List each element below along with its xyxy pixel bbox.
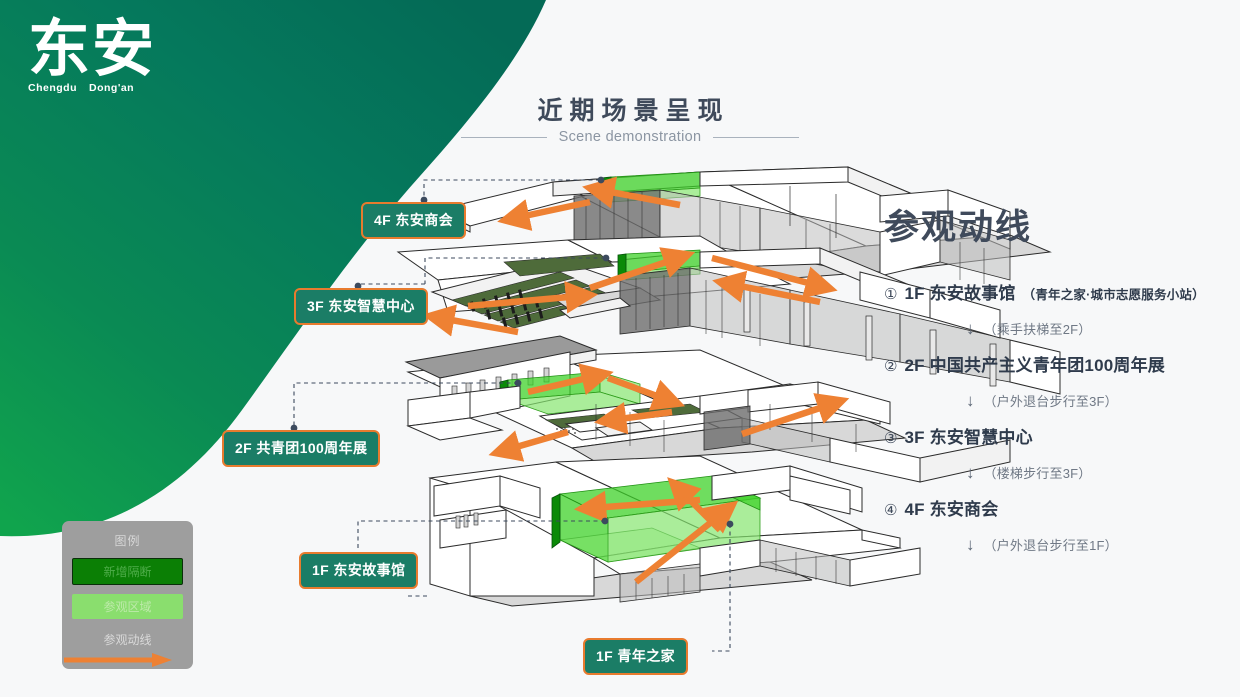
route-arrow-1f-b — [573, 490, 701, 524]
legend-flow-arrow-icon — [64, 653, 172, 667]
floor-plate-1f — [357, 455, 921, 652]
route-arrow-3f-b — [711, 254, 838, 299]
legend-swatch-new-partition: 新增隔断 — [72, 558, 183, 585]
logo-subtitle-city: Chengdu — [28, 82, 77, 94]
route-step-2-label: 2F 中国共产主义青年团100周年展 — [904, 356, 1165, 375]
page-header: 近期场景呈现 Scene demonstration — [430, 96, 830, 145]
route-arrow-2f-a — [527, 363, 614, 396]
logo-wordmark: 东安 — [28, 12, 157, 85]
header-rule-left — [460, 136, 547, 138]
route-step-1-label: 1F 东安故事馆 — [904, 284, 1016, 303]
route-arrow-1f-c — [633, 500, 739, 585]
route-step-1[interactable]: ① 1F 东安故事馆 （青年之家·城市志愿服务小站） — [884, 279, 1224, 306]
route-arrow-4f-a — [582, 176, 681, 209]
callout-1f-story[interactable]: 1F 东安故事馆 — [299, 552, 419, 589]
route-step-2[interactable]: ② 2F 中国共产主义青年团100周年展 — [884, 351, 1224, 378]
route-arrow-2f-d — [488, 428, 569, 462]
route-step-3[interactable]: ③ 3F 东安智慧中心 — [884, 423, 1224, 450]
legend-title: 图例 — [114, 534, 141, 548]
legend-swatch-visit-area-label: 参观区域 — [103, 600, 152, 614]
route-step-list: ① 1F 东安故事馆 （青年之家·城市志愿服务小站） ↓ （乘手扶梯至2F） ②… — [884, 279, 1224, 554]
page-title: 近期场景呈现 — [537, 97, 730, 125]
visit-route-panel: 参观动线 ① 1F 东安故事馆 （青年之家·城市志愿服务小站） ↓ （乘手扶梯至… — [884, 207, 1224, 567]
route-arrow-2f-e — [740, 393, 850, 438]
route-step-4[interactable]: ④ 4F 东安商会 — [884, 495, 1224, 522]
floor-plate-2f — [290, 335, 1011, 483]
floor-plate-3f — [354, 235, 1061, 395]
route-connector-4-text: （户外退台步行至1F） — [983, 538, 1118, 553]
route-connector-3: ↓ （楼梯步行至3F） — [966, 463, 1224, 482]
route-arrow-2f-c — [593, 402, 673, 435]
route-step-3-number: ③ — [884, 430, 898, 447]
route-arrow-3f-e — [422, 304, 519, 337]
route-step-1-number: ① — [884, 286, 898, 303]
route-connector-1-text: （乘手扶梯至2F） — [983, 322, 1092, 337]
page-subtitle: Scene demonstration — [558, 129, 702, 145]
floor-plate-4f — [420, 166, 1052, 284]
down-arrow-icon-1: ↓ — [966, 319, 975, 338]
route-arrow-3f-d — [467, 281, 599, 314]
down-arrow-icon-2: ↓ — [966, 391, 975, 410]
route-arrow-3f-c — [712, 270, 821, 306]
down-arrow-icon-3: ↓ — [966, 463, 975, 482]
route-step-3-label: 3F 东安智慧中心 — [904, 428, 1033, 447]
route-arrow-2f-b — [606, 374, 686, 411]
logo-subtitle-name: Dong'an — [89, 82, 135, 94]
route-step-4-label: 4F 东安商会 — [904, 500, 999, 519]
down-arrow-icon-4: ↓ — [966, 535, 975, 554]
route-connector-4: ↓ （户外退台步行至1F） — [966, 535, 1224, 554]
route-step-2-number: ② — [884, 358, 898, 375]
route-arrow-4f-b — [497, 198, 591, 231]
route-step-4-number: ④ — [884, 502, 898, 519]
callout-3f[interactable]: 3F 东安智慧中心 — [294, 288, 428, 325]
route-connector-1: ↓ （乘手扶梯至2F） — [966, 319, 1224, 338]
logo-subtitle: Chengdu Dong'an — [28, 82, 168, 94]
route-connector-2: ↓ （户外退台步行至3F） — [966, 391, 1224, 410]
legend-box: 图例 新增隔断 参观区域 参观动线 — [62, 521, 193, 669]
callout-1f-youth[interactable]: 1F 青年之家 — [583, 638, 689, 675]
header-rule-right — [713, 136, 800, 138]
route-connector-3-text: （楼梯步行至3F） — [983, 466, 1092, 481]
route-step-1-note: （青年之家·城市志愿服务小站） — [1022, 288, 1205, 302]
callout-2f[interactable]: 2F 共青团100周年展 — [222, 430, 381, 467]
page-subtitle-row: Scene demonstration — [430, 129, 830, 145]
legend-flow-label: 参观动线 — [103, 633, 152, 647]
route-arrow-3f-a — [588, 247, 696, 292]
legend-swatch-visit-area: 参观区域 — [72, 594, 183, 619]
callout-4f[interactable]: 4F 东安商会 — [361, 202, 467, 239]
route-panel-heading: 参观动线 — [884, 208, 1033, 247]
route-connector-2-text: （户外退台步行至3F） — [983, 394, 1118, 409]
legend-swatch-new-partition-label: 新增隔断 — [103, 565, 152, 579]
